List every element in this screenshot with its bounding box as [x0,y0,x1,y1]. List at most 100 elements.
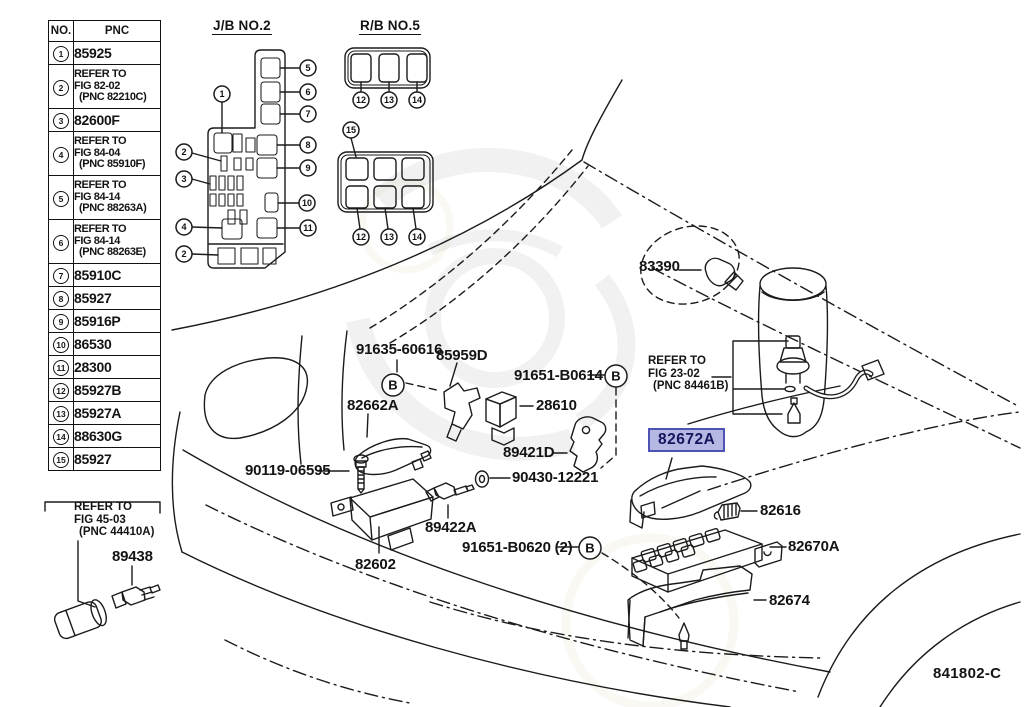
row-number: 6 [48,219,74,264]
part-label-82602[interactable]: 82602 [355,556,396,573]
svg-text:8: 8 [305,140,310,150]
drawing-number: 841802-C [933,665,1002,682]
pnc-value: 85916P [73,309,161,333]
part-90430-12221-drawing [476,471,511,487]
part-label-90119-06595[interactable]: 90119-06595 [245,462,331,479]
svg-text:2: 2 [181,249,186,259]
svg-text:B: B [611,369,620,384]
part-82616-drawing [714,503,757,520]
circled-number: 14 [53,429,69,445]
svg-text:14: 14 [412,232,422,242]
row-number: 15 [48,447,74,471]
svg-text:6: 6 [305,87,310,97]
b3-leaders [558,547,679,618]
part-90119-06595-drawing [318,455,368,493]
callout-12: 12 [353,92,369,108]
row-number: 1 [48,41,74,65]
part-82674-drawing [628,566,766,649]
part-label-89421D[interactable]: 89421D [503,444,555,461]
part-label-91635-60616[interactable]: 91635-60616 [356,341,443,358]
svg-text:2: 2 [181,147,186,157]
pnc-value: 86530 [73,332,161,356]
callout-5: 5 [300,60,316,76]
pnc-table-header: NO. PNC [48,20,161,42]
svg-text:13: 13 [384,95,394,105]
part-label-28610[interactable]: 28610 [536,397,577,414]
part-label-82670A[interactable]: 82670A [788,538,840,555]
rb-callout-leaders [351,82,417,229]
part-label-82616[interactable]: 82616 [760,502,801,519]
part-label-90430-12221[interactable]: 90430-12221 [512,469,599,486]
circled-number: 15 [53,452,69,468]
part-label-91651-B0614[interactable]: 91651-B0614 [514,367,603,384]
row-number: 2 [48,64,74,109]
part-28610-drawing [486,392,533,445]
col-header-pnc: PNC [73,20,161,42]
pnc-value: 85927 [73,286,161,310]
callout-14: 14 [409,229,425,245]
pnc-value: 85927 [73,447,161,471]
circled-number: 6 [53,234,69,251]
rb-no5-title: R/B NO.5 [359,18,422,35]
svg-text:14: 14 [412,95,422,105]
row-number: 8 [48,286,74,310]
pnc-value: 82600F [73,108,161,132]
callout-8: 8 [300,137,316,153]
part-82672a-drawing [630,458,751,528]
callout-3: 3 [176,171,192,187]
callout-B: B [579,537,601,559]
pnc-value: 85925 [73,41,161,65]
svg-text:4: 4 [181,222,186,232]
part-label-83390[interactable]: 83390 [639,258,680,275]
callout-4: 4 [176,219,192,235]
svg-text:12: 12 [356,95,366,105]
callout-11: 11 [300,220,316,236]
svg-text:13: 13 [384,232,394,242]
circled-number: 5 [53,190,69,207]
bottom-left-parts [45,502,160,640]
svg-text:7: 7 [305,109,310,119]
row-number: 10 [48,332,74,356]
row-number: 12 [48,378,74,402]
part-label-89422A[interactable]: 89422A [425,519,477,536]
part-label-85959D[interactable]: 85959D [436,347,488,364]
part-89438-drawing [112,585,160,608]
svg-text:15: 15 [346,125,356,135]
pnc-value: 28300 [73,355,161,379]
callout-1: 1 [214,86,230,102]
row-number: 7 [48,263,74,287]
svg-text:11: 11 [303,223,313,233]
part-label-89438[interactable]: 89438 [112,548,153,565]
part-82670a-drawing [632,528,786,592]
circled-number: 2 [53,79,69,96]
callout-2: 2 [176,144,192,160]
circled-number: 9 [53,314,69,330]
svg-text:B: B [388,378,397,393]
part-89422a-drawing [426,483,474,518]
car-body-outline [172,80,1020,707]
svg-text:9: 9 [305,163,310,173]
part-label-91651-B0620[interactable]: 91651-B0620 (2) [462,539,573,556]
part-label-82662A[interactable]: 82662A [347,397,399,414]
svg-text:10: 10 [302,198,312,208]
part-82602-drawing [331,479,433,553]
part-label-82674[interactable]: 82674 [769,592,810,609]
cylinder-part [53,598,110,641]
part-label-82672A[interactable]: 82672A [648,428,726,452]
watermark [358,160,627,449]
